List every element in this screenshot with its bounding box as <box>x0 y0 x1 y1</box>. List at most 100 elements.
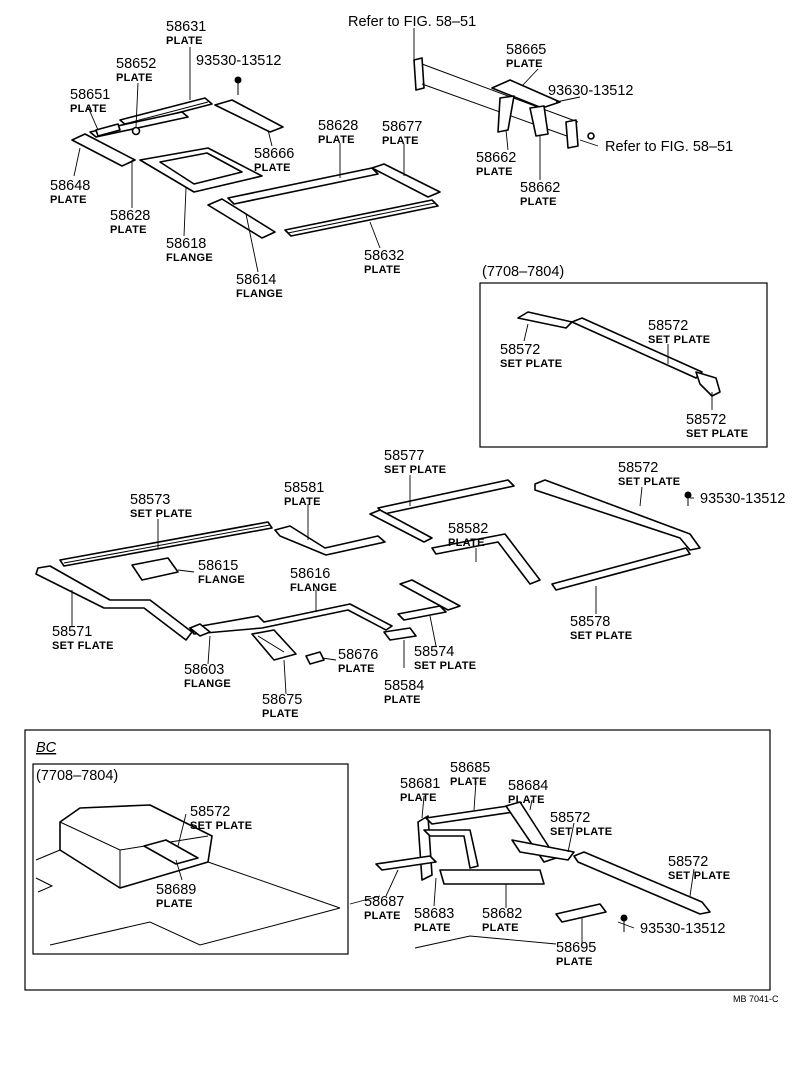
part-58666 <box>214 99 284 133</box>
part-number: 58681 <box>400 776 440 792</box>
part-number: 58581 <box>284 480 324 496</box>
part-number: 58572 <box>190 804 230 820</box>
ref-fig-top[interactable]: Refer to FIG. 58–51 <box>348 14 476 30</box>
part-58648 <box>71 133 136 167</box>
screw-93630 <box>587 132 595 140</box>
ref-fig-right[interactable]: Refer to FIG. 58–51 <box>605 139 733 155</box>
part-number: 58689 <box>156 882 196 898</box>
part-name: PLATE <box>338 663 375 675</box>
bc-inset-box <box>32 763 349 955</box>
part-58676 <box>305 651 325 665</box>
part-name: PLATE <box>364 264 401 276</box>
part-number: 58662 <box>476 150 516 166</box>
part-58665 <box>491 79 561 109</box>
part-58681 <box>417 815 433 881</box>
part-name: SET PLATE <box>500 358 562 370</box>
part-name: PLATE <box>506 58 543 70</box>
part-name: PLATE <box>450 776 487 788</box>
part-number: 58648 <box>50 178 90 194</box>
part-name: SET PLATE <box>550 826 612 838</box>
roof-rear-assembly <box>413 57 595 149</box>
part-number: 58628 <box>318 118 358 134</box>
part-name: PLATE <box>110 224 147 236</box>
part-58603 <box>189 623 211 637</box>
roof-front-assembly <box>71 76 441 239</box>
label[interactable]: 93530-13512 <box>700 491 785 507</box>
part-58582 <box>431 533 541 585</box>
part-name: PLATE <box>448 537 485 549</box>
part-58615 <box>131 557 179 581</box>
part-58682 <box>439 869 545 885</box>
label[interactable]: 93530-13512 <box>196 53 281 69</box>
inset-top-parts <box>517 311 721 397</box>
screw-93530-top <box>234 76 242 95</box>
part-number: 93630-13512 <box>548 83 633 99</box>
part-name: SET PLATE <box>130 508 192 520</box>
part-name: PLATE <box>50 194 87 206</box>
label[interactable]: 93630-13512 <box>548 83 633 99</box>
part-name: PLATE <box>520 196 557 208</box>
part-name: PLATE <box>482 922 519 934</box>
label[interactable]: 93530-13512 <box>640 921 725 937</box>
part-number: 58632 <box>364 248 404 264</box>
part-number: 58695 <box>556 940 596 956</box>
floor-assembly <box>35 479 701 665</box>
part-right-post <box>565 119 579 149</box>
bc-box <box>24 729 771 991</box>
part-name: SET PLATE <box>384 464 446 476</box>
part-name: PLATE <box>508 794 545 806</box>
part-number: 58571 <box>52 624 92 640</box>
part-number: 58683 <box>414 906 454 922</box>
part-name: PLATE <box>382 135 419 147</box>
part-number: 58666 <box>254 146 294 162</box>
bc-main-drawing <box>375 801 711 932</box>
part-58652 <box>131 126 141 136</box>
part-left-post <box>413 57 425 91</box>
part-58628-a <box>227 167 379 205</box>
bc-inset-drawing <box>35 804 341 946</box>
